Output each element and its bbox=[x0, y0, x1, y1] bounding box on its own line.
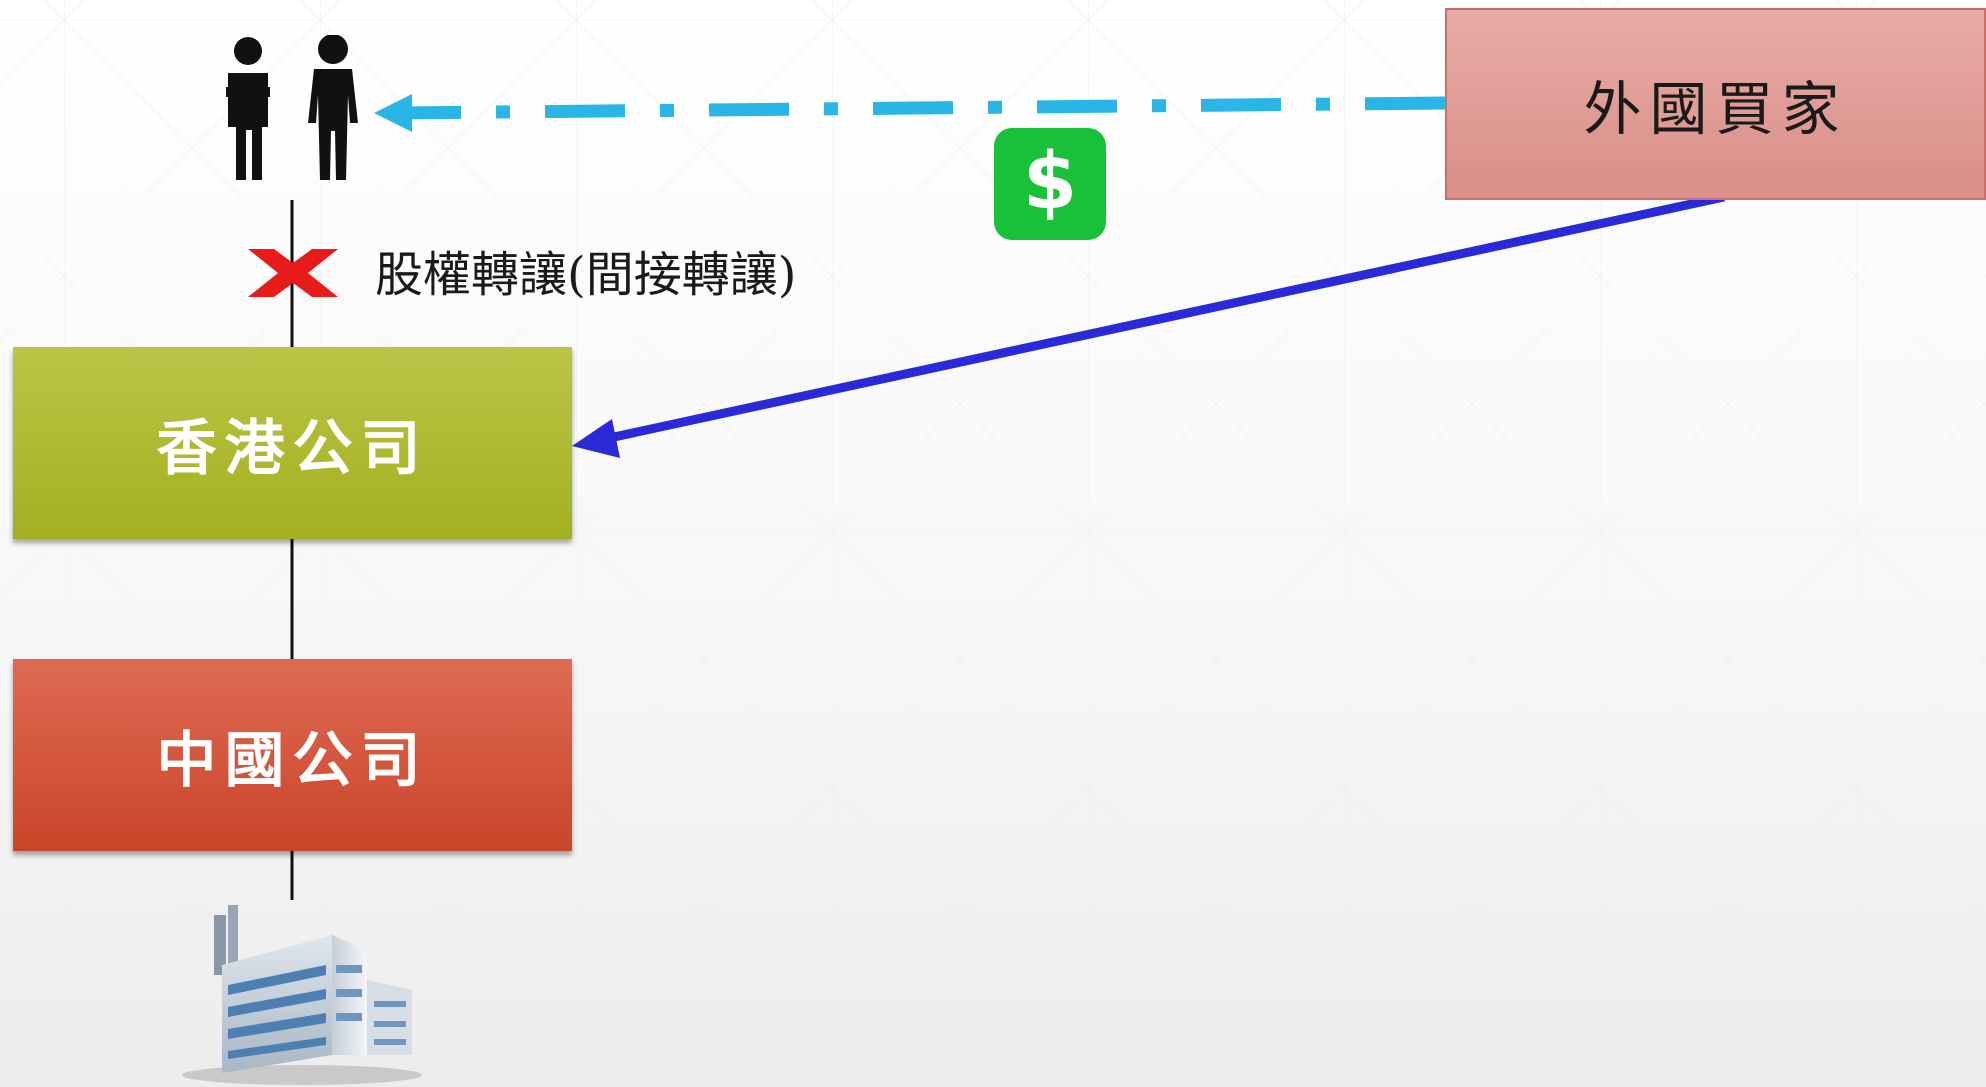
foreign-buyer-box: 外國買家 bbox=[1445, 8, 1986, 200]
people-icon bbox=[218, 34, 378, 185]
hk-company-box: 香港公司 bbox=[13, 347, 572, 539]
share-transfer-label: 股權轉讓(間接轉讓) bbox=[375, 247, 797, 303]
hk-company-label: 香港公司 bbox=[156, 413, 429, 484]
china-company-box: 中國公司 bbox=[13, 659, 572, 851]
factory-building-icon bbox=[162, 905, 422, 1087]
svg-text:$: $ bbox=[1023, 137, 1077, 227]
payment-arrow bbox=[374, 94, 1446, 132]
red-x-icon bbox=[244, 245, 342, 301]
acquisition-arrow bbox=[572, 192, 1725, 458]
dollar-icon: $ bbox=[994, 128, 1106, 240]
china-company-label: 中國公司 bbox=[156, 725, 429, 796]
foreign-buyer-label: 外國買家 bbox=[1583, 75, 1848, 143]
